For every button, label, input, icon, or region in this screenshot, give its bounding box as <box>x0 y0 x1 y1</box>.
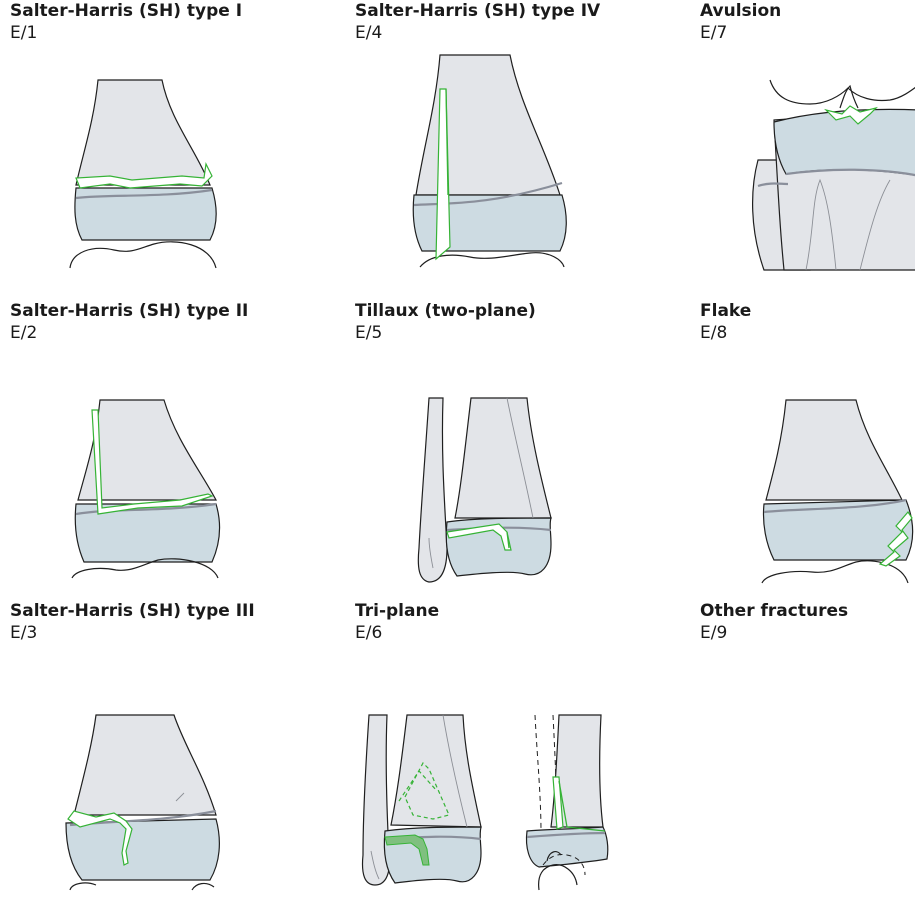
sh-type-2-illustration <box>72 400 232 580</box>
tillaux-illustration <box>415 398 555 588</box>
panel-title: Avulsion <box>700 0 781 22</box>
panel-code: E/5 <box>355 322 382 344</box>
panel-code: E/4 <box>355 22 382 44</box>
sh-type-3-illustration <box>66 715 230 890</box>
panel-title: Other fractures <box>700 600 848 622</box>
tri-plane-lateral-illustration <box>359 715 509 890</box>
panel-code: E/7 <box>700 22 727 44</box>
panel-sh-type-1: Salter-Harris (SH) type I E/1 <box>10 0 310 300</box>
panel-sh-type-4: Salter-Harris (SH) type IV E/4 <box>355 0 655 300</box>
panel-code: E/2 <box>10 322 37 344</box>
panel-title: Tillaux (two-plane) <box>355 300 536 322</box>
panel-title: Salter-Harris (SH) type IV <box>355 0 600 22</box>
panel-code: E/1 <box>10 22 37 44</box>
tri-plane-ap-illustration <box>523 715 613 890</box>
panel-title: Tri-plane <box>355 600 439 622</box>
avulsion-illustration <box>740 80 915 270</box>
sh-type-1-illustration <box>70 80 230 270</box>
panel-other-fractures: Other fractures E/9 <box>700 600 915 900</box>
panel-code: E/8 <box>700 322 727 344</box>
panel-avulsion: Avulsion E/7 <box>700 0 915 300</box>
panel-code: E/9 <box>700 622 727 644</box>
panel-tri-plane: Tri-plane E/6 <box>355 600 655 900</box>
flake-illustration <box>762 400 915 585</box>
sh-type-4-illustration <box>410 55 570 270</box>
panel-code: E/3 <box>10 622 37 644</box>
panel-code: E/6 <box>355 622 382 644</box>
panel-title: Salter-Harris (SH) type I <box>10 0 242 22</box>
panel-tillaux: Tillaux (two-plane) E/5 <box>355 300 655 600</box>
panel-sh-type-2: Salter-Harris (SH) type II E/2 <box>10 300 310 600</box>
panel-sh-type-3: Salter-Harris (SH) type III E/3 <box>10 600 310 900</box>
panel-title: Salter-Harris (SH) type II <box>10 300 248 322</box>
panel-title: Salter-Harris (SH) type III <box>10 600 255 622</box>
panel-title: Flake <box>700 300 751 322</box>
panel-flake: Flake E/8 <box>700 300 915 600</box>
